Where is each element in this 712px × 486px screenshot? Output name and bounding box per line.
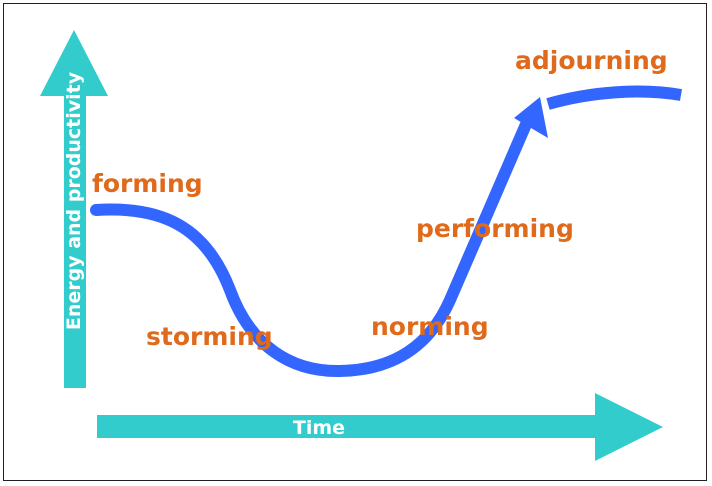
team-development-curve	[90, 116, 533, 378]
x-axis-arrow	[97, 393, 663, 461]
adjourning-curve-segment	[546, 85, 683, 110]
y-axis-arrow	[40, 30, 108, 388]
diagram-frame	[3, 3, 707, 481]
x-axis-label: Time	[293, 417, 345, 439]
stage-label-forming: forming	[92, 169, 203, 198]
stage-label-adjourning: adjourning	[515, 46, 668, 75]
stage-label-storming: storming	[146, 322, 273, 351]
stage-label-norming: norming	[371, 312, 489, 341]
y-axis-label: Energy and productivity	[63, 71, 85, 330]
curve-arrowhead	[514, 97, 548, 138]
stage-label-performing: performing	[416, 214, 574, 243]
